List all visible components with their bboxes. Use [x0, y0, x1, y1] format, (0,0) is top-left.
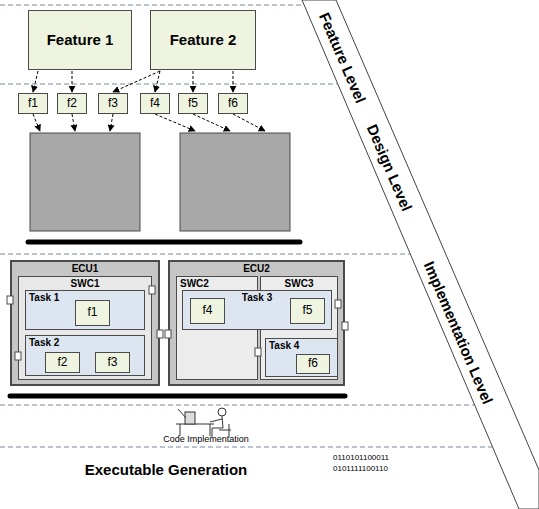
function-box: f4: [140, 93, 170, 114]
function-box: f2: [45, 352, 80, 373]
node-text: f3: [107, 356, 117, 370]
function-box: f2: [57, 93, 87, 114]
mapping-arrow: [72, 71, 73, 92]
node-text: f3: [108, 97, 118, 111]
node-text: Task 1: [29, 291, 144, 304]
function-box: f5: [290, 298, 325, 324]
caption-text: Code Implementation: [163, 435, 249, 445]
stage-label: Executable Generation: [85, 462, 248, 479]
mapping-arrow: [155, 71, 160, 92]
node-text: Task 3: [183, 291, 331, 304]
task-box: Task 2 f2 f3: [25, 335, 145, 376]
network-bus: [10, 394, 345, 399]
function-box: f1: [18, 93, 48, 114]
binary-text: 0101111100110: [333, 465, 388, 474]
mapping-arrow: [33, 114, 265, 131]
node-text: SWC2: [180, 277, 257, 290]
node-text: ECU1: [12, 262, 158, 275]
function-box: f1: [75, 300, 110, 326]
node-text: Feature 1: [47, 31, 114, 48]
node-text: ECU2: [170, 262, 343, 275]
feature-box: Feature 2: [150, 10, 256, 70]
node-text: SWC1: [19, 277, 151, 290]
node-text: f4: [150, 97, 160, 111]
task-box: Task 1 f1: [25, 290, 145, 330]
network-bus: [28, 240, 300, 245]
node-text: f2: [67, 97, 77, 111]
mapping-arrow: [33, 71, 38, 92]
node-text: f4: [202, 304, 212, 318]
function-box: f3: [95, 352, 130, 373]
node-text: Feature 2: [170, 31, 237, 48]
node-text: f1: [87, 306, 97, 320]
task-box: Task 3f4 f5: [182, 290, 332, 330]
function-box: f5: [178, 93, 208, 114]
ecu-box: ECU1SWC1Task 1 f1Task 2 f2 f3: [10, 260, 160, 386]
node-text: f6: [308, 357, 318, 371]
function-box: f6: [296, 354, 330, 374]
programmer-figure: [176, 408, 231, 437]
node-text: f2: [57, 356, 67, 370]
node-text: f5: [188, 97, 198, 111]
node-text: Task 2: [29, 336, 144, 349]
node-text: Task 4: [269, 339, 337, 352]
function-box: f4: [190, 298, 225, 324]
node-text: SWC3: [261, 277, 337, 290]
binary-text: 0110101100011: [333, 454, 389, 463]
node-text: f1: [28, 97, 38, 111]
node-text: f5: [302, 304, 312, 318]
function-box: f6: [218, 93, 248, 114]
node-text: f6: [228, 97, 238, 111]
mapping-arrow: [193, 71, 194, 92]
ecu-box: ECU2SWC2 SWC3Task 4 f6 Task 3f4 f5: [168, 260, 345, 386]
swc-box: SWC1Task 1 f1Task 2 f2 f3: [18, 276, 152, 380]
mapping-arrow: [113, 71, 160, 92]
level-separator: [0, 5, 492, 447]
ecu-block: [180, 133, 290, 231]
feature-box: Feature 1: [28, 10, 132, 70]
ecu-block: [30, 133, 140, 231]
task-box: Task 4 f6: [265, 338, 338, 377]
mapping-arrow: [233, 71, 234, 92]
function-box: f3: [98, 93, 128, 114]
